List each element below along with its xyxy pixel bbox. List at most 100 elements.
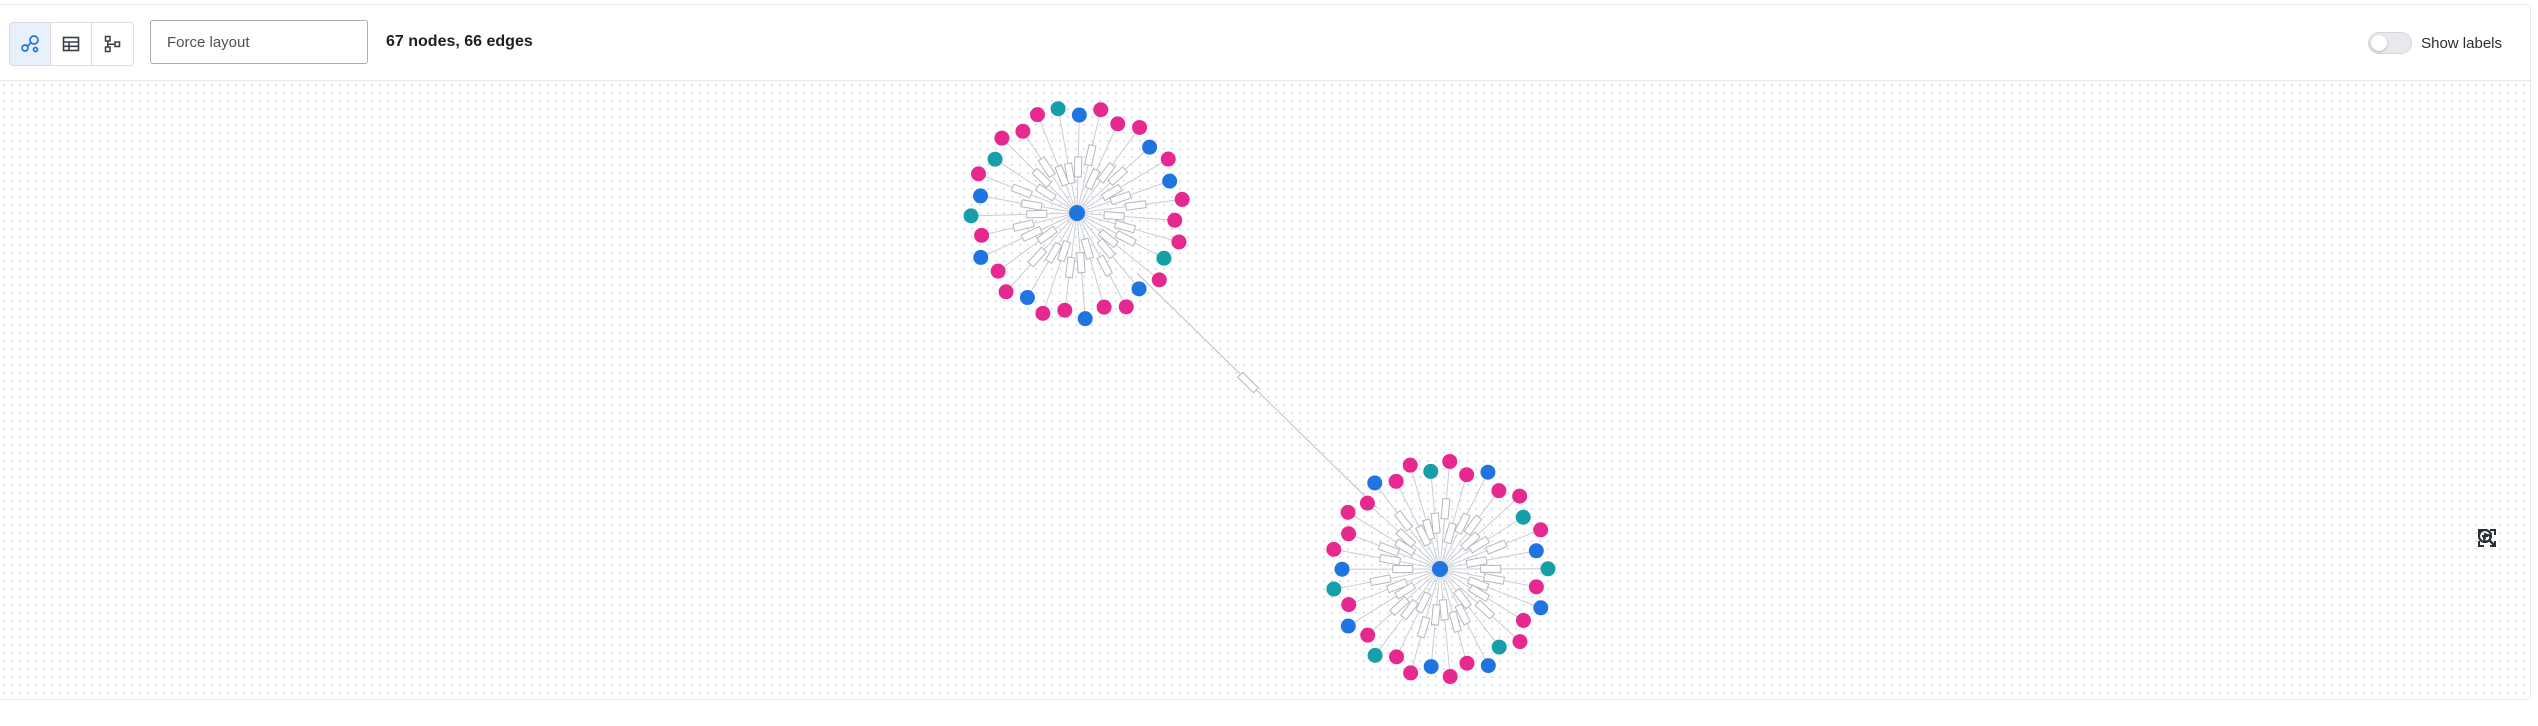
leaf-node [1442,669,1458,685]
edge-label-box [1114,229,1137,247]
edge-label-box [1107,166,1129,187]
edge-label-box [1468,584,1491,603]
leaf-node [1515,509,1531,525]
edge [1076,212,1160,281]
leaf-node [1015,123,1031,139]
leaf-node [1480,464,1496,480]
leaf-node [1131,281,1147,297]
leaf-node [1512,634,1528,650]
graph-canvas[interactable] [0,81,2530,699]
leaf-node [1132,119,1148,135]
hub-node [1432,561,1448,577]
edge [1037,114,1078,214]
edge [971,212,1078,217]
edge-label-box [1385,578,1409,594]
edge [1057,108,1078,214]
leaf-node [1118,299,1134,315]
leaf-node [1110,116,1126,132]
edge-label-box [1465,556,1488,568]
leaf-node [1423,463,1439,479]
edge-label-box [1443,521,1457,545]
edge [1076,158,1169,214]
edge-label-box [1415,524,1432,547]
edge-label-box [1454,512,1471,535]
edge-label-box [1097,228,1119,249]
edge-label-box [1480,564,1502,573]
edge-label-box [1389,596,1410,617]
edge-label-box [1438,599,1449,621]
edge [1076,212,1175,221]
switch-knob [2371,35,2388,51]
edge [1439,568,1541,609]
leaf-node [1533,522,1549,538]
show-labels-control: Show labels [2368,32,2502,54]
leaf-node [1050,101,1066,117]
table-view-button[interactable] [51,23,92,65]
zoom-out-button[interactable] [2476,529,2512,604]
fullscreen-icon [2478,529,2496,547]
leaf-node [1171,234,1187,250]
edge [1076,212,1105,308]
edge-label-box [1452,587,1473,610]
edge-label-box [1474,599,1496,620]
leaf-node [1340,504,1356,520]
leaf-node [1334,561,1350,577]
edge-label-box [1026,209,1048,219]
fullscreen-button[interactable] [2476,529,2512,686]
leaf-node [1340,618,1356,634]
layout-select[interactable]: Force layout [150,20,368,64]
edge-label-box [1103,210,1125,221]
edge-label-box [1399,598,1419,621]
edge-label-box [1485,539,1508,555]
edge-label-box [1463,514,1483,536]
leaf-node [1480,658,1496,674]
edge-label-box [1044,241,1063,264]
leaf-node [1528,543,1544,559]
graph-view-button[interactable] [10,23,51,65]
node-edge-count: 67 nodes, 66 edges [386,33,533,50]
edge-label-box [1064,162,1076,185]
leaf-node [1367,647,1383,663]
show-labels-switch[interactable] [2368,32,2413,54]
edge-label-box [1064,256,1076,279]
leaf-node [1423,659,1439,675]
leaf-node [1035,305,1051,321]
edge-label-box [1430,604,1441,626]
edge-label-box [1037,156,1056,179]
zoom-controls [2476,527,2512,686]
leaf-node [1326,581,1342,597]
edge [1395,481,1441,570]
edge-label-box [1421,518,1436,541]
edge-label-box [1096,161,1116,184]
fit-view-button[interactable] [2476,529,2512,645]
edge-label-box [1430,512,1441,534]
leaf-node [1019,290,1035,306]
leaf-node [1156,250,1172,266]
edge-label-box [1395,528,1417,549]
edge-label-box [1416,616,1431,639]
edge-label-box [1020,199,1043,211]
edge-label-box [1379,553,1402,566]
leaf-node [990,263,1006,279]
edge-label-box [1054,164,1070,187]
leaf-node [973,188,989,204]
show-labels-label: Show labels [2421,34,2502,52]
leaf-node [974,227,990,243]
edge-label-box [1034,183,1057,202]
leaf-node [1029,107,1045,123]
hierarchy-icon [104,35,120,53]
edge-label-box [1084,167,1101,191]
toolbar: Force layout 67 nodes, 66 edges Show lab… [0,5,2530,81]
leaf-node [1388,649,1404,665]
tree-view-button[interactable] [92,23,133,65]
leaf-node [1167,212,1183,228]
edge [1439,568,1500,648]
edge [1439,550,1537,570]
leaf-node [1402,457,1418,473]
edge-label-box [1113,219,1137,234]
edge-label-box [1448,610,1462,633]
layout-select-value: Force layout [167,33,250,51]
edge-label-layer [1010,144,1508,639]
edge-label-box [1027,246,1048,268]
edge-label-box [1010,183,1034,199]
